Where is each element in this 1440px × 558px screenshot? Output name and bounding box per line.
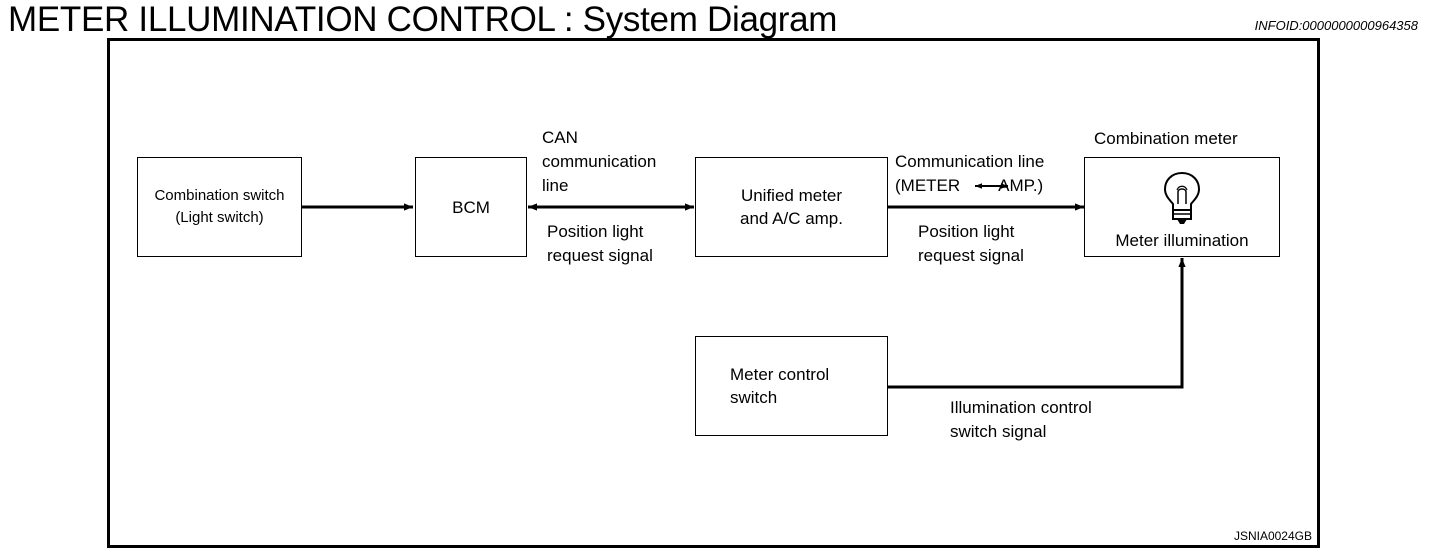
signal-2-text-2: request signal — [918, 246, 1024, 265]
can-line-text-2: communication — [542, 152, 657, 171]
meter-control-switch-box: Meter control switch — [695, 336, 888, 436]
meter-control-text-1: Meter control — [730, 365, 830, 384]
signal-3-text-2: switch signal — [950, 422, 1047, 441]
signal-2-text-1: Position light — [918, 222, 1015, 241]
page-title: METER ILLUMINATION CONTROL : System Diag… — [8, 0, 838, 39]
bcm-label: BCM — [452, 197, 490, 217]
illumination-control-signal-label: Illumination control switch signal — [950, 396, 1092, 444]
combination-switch-label: Combination switch — [154, 187, 285, 204]
can-line-label: CAN communication line — [542, 126, 656, 198]
unified-meter-text-1: Unified meter — [740, 186, 843, 205]
figure-code: JSNIA0024GB — [1233, 529, 1312, 543]
meter-control-text-2: switch — [730, 388, 778, 407]
unified-meter-text-2: and A/C amp. — [739, 209, 843, 228]
comm-line-meter: (METER — [895, 176, 961, 195]
light-bulb-icon — [1163, 171, 1201, 224]
communication-line-label: Communication line (METER AMP.) — [895, 150, 1044, 198]
arrow-control-to-meter — [888, 258, 1186, 389]
signal-1-text-1: Position light — [547, 222, 644, 241]
comm-line-amp: AMP.) — [998, 176, 1044, 195]
signal-3-text-1: Illumination control — [950, 398, 1092, 417]
signal-1-text-2: request signal — [547, 246, 653, 265]
combination-switch-box: Combination switch (Light switch) — [137, 157, 302, 257]
info-id: INFOID:0000000000964358 — [1254, 18, 1418, 33]
comm-line-text-1: Communication line — [895, 152, 1045, 171]
light-switch-label: (Light switch) — [175, 209, 264, 226]
can-line-text-1: CAN — [542, 128, 578, 147]
position-light-signal-label-2: Position light request signal — [918, 220, 1024, 268]
unified-meter-box: Unified meter and A/C amp. — [695, 157, 888, 257]
bcm-box: BCM — [415, 157, 527, 257]
diagram-frame — [107, 38, 1320, 548]
comm-line-text-2: (METER AMP.) — [895, 174, 1044, 198]
can-line-text-3: line — [542, 176, 569, 195]
position-light-signal-label-1: Position light request signal — [547, 220, 653, 268]
combination-meter-title: Combination meter — [1094, 129, 1238, 148]
meter-illumination-label: Meter illumination — [1115, 231, 1249, 250]
